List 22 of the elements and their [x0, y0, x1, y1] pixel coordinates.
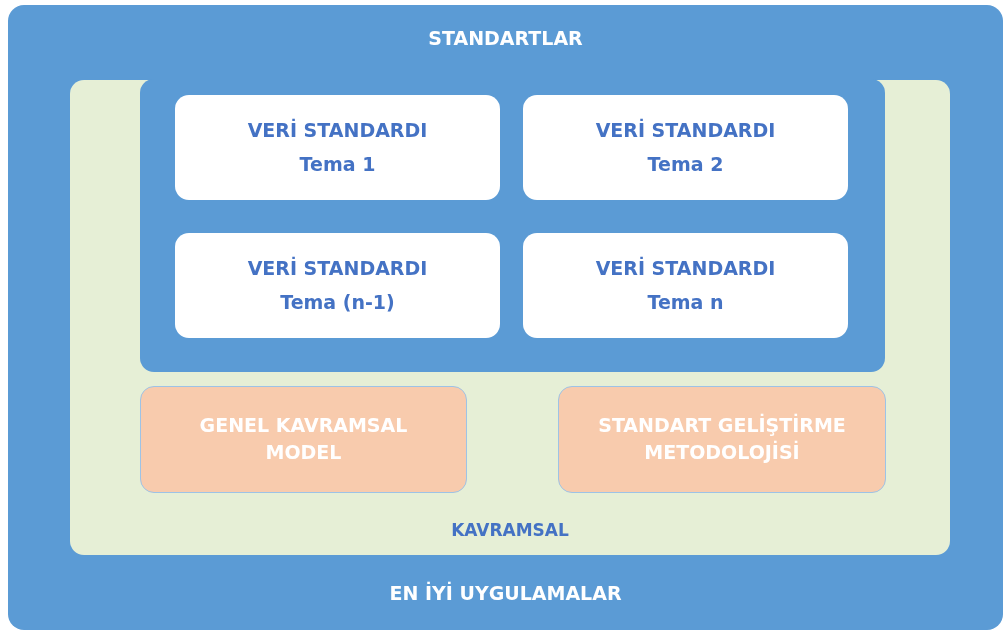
component-card: [558, 386, 886, 493]
outer-panel: [8, 5, 1003, 630]
standard-card: [523, 95, 848, 200]
card-title: VERİ STANDARDI: [246, 255, 429, 281]
card-subtitle: Tema (n-1): [279, 290, 396, 315]
bottom-heading: EN İYİ UYGULAMALAR: [388, 580, 623, 607]
panel-label: KAVRAMSAL: [450, 519, 570, 543]
concept-panel: [70, 80, 950, 555]
card-subtitle: Tema 2: [646, 152, 725, 177]
card-label: GENEL KAVRAMSAL MODEL: [198, 412, 409, 466]
card-label: STANDART GELİŞTİRME METODOLOJİSİ: [597, 412, 847, 466]
card-subtitle: Tema n: [646, 290, 725, 315]
standard-card: [175, 233, 500, 338]
card-title: VERİ STANDARDI: [246, 117, 429, 143]
inner-panel: [140, 79, 885, 372]
standard-card: [175, 95, 500, 200]
top-heading: STANDARTLAR: [427, 26, 584, 51]
component-card: [140, 386, 467, 493]
card-title: VERİ STANDARDI: [594, 117, 777, 143]
card-title: VERİ STANDARDI: [594, 255, 777, 281]
card-subtitle: Tema 1: [298, 152, 377, 177]
standard-card: [523, 233, 848, 338]
